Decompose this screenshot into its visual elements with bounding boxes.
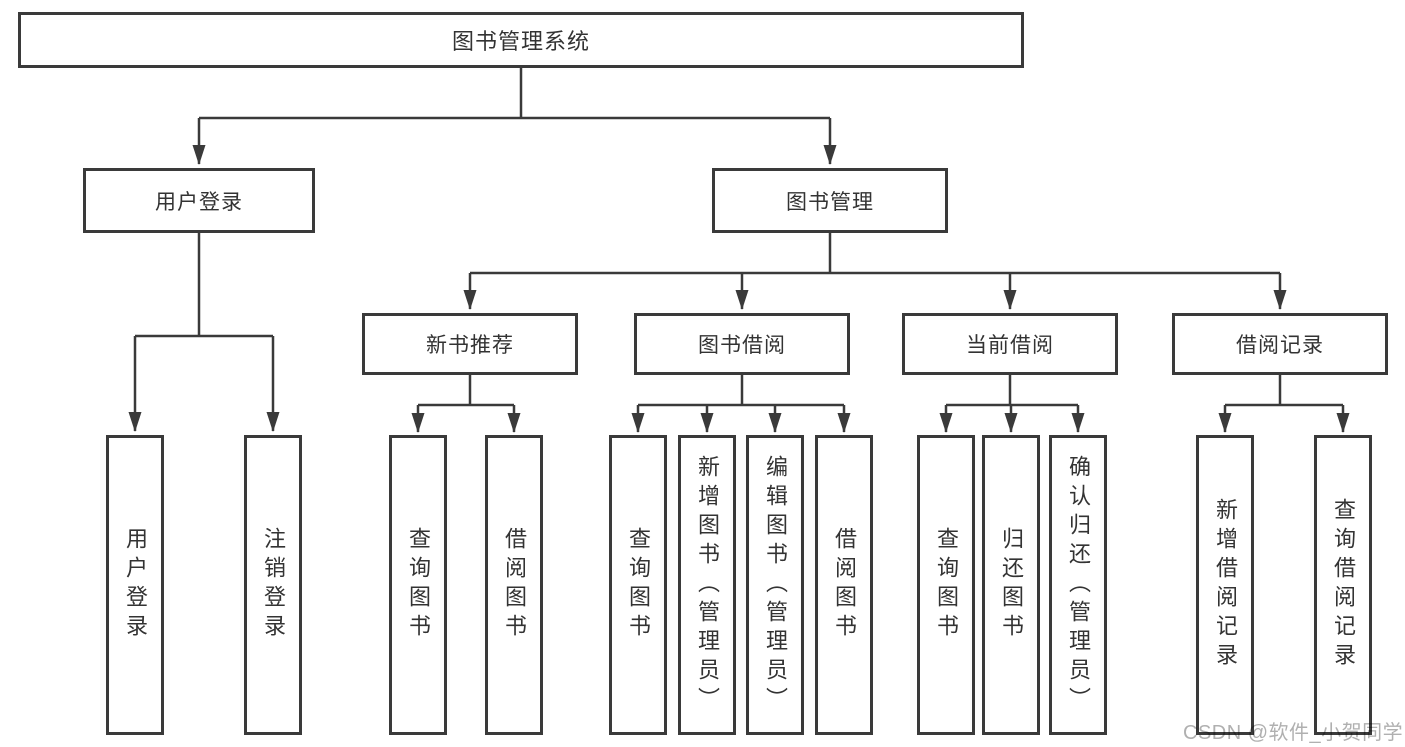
node-borrow-records: 借阅记录 [1172, 313, 1388, 375]
node-leaf-query-books-borrow: 查询图书 [609, 435, 667, 735]
node-user-login: 用户登录 [83, 168, 315, 233]
node-book-borrow: 图书借阅 [634, 313, 850, 375]
watermark: CSDN @软件_小贺同学 [1183, 722, 1404, 744]
node-leaf-add-borrow-record: 新增借阅记录 [1196, 435, 1254, 735]
node-leaf-borrow-books-recommend: 借阅图书 [485, 435, 543, 735]
node-library-management-system: 图书管理系统 [18, 12, 1024, 68]
node-leaf-query-books-current: 查询图书 [917, 435, 975, 735]
node-book-management: 图书管理 [712, 168, 948, 233]
node-leaf-return-book: 归还图书 [982, 435, 1040, 735]
node-leaf-query-borrow-record: 查询借阅记录 [1314, 435, 1372, 735]
node-leaf-edit-book-admin: 编辑图书（管理员） [746, 435, 804, 735]
node-current-borrow: 当前借阅 [902, 313, 1118, 375]
node-leaf-confirm-return-admin: 确认归还（管理员） [1049, 435, 1107, 735]
node-leaf-logout: 注销登录 [244, 435, 302, 735]
node-leaf-borrow-books: 借阅图书 [815, 435, 873, 735]
node-leaf-query-books-recommend: 查询图书 [389, 435, 447, 735]
node-new-book-recommend: 新书推荐 [362, 313, 578, 375]
node-leaf-add-book-admin: 新增图书（管理员） [678, 435, 736, 735]
node-leaf-user-login: 用户登录 [106, 435, 164, 735]
